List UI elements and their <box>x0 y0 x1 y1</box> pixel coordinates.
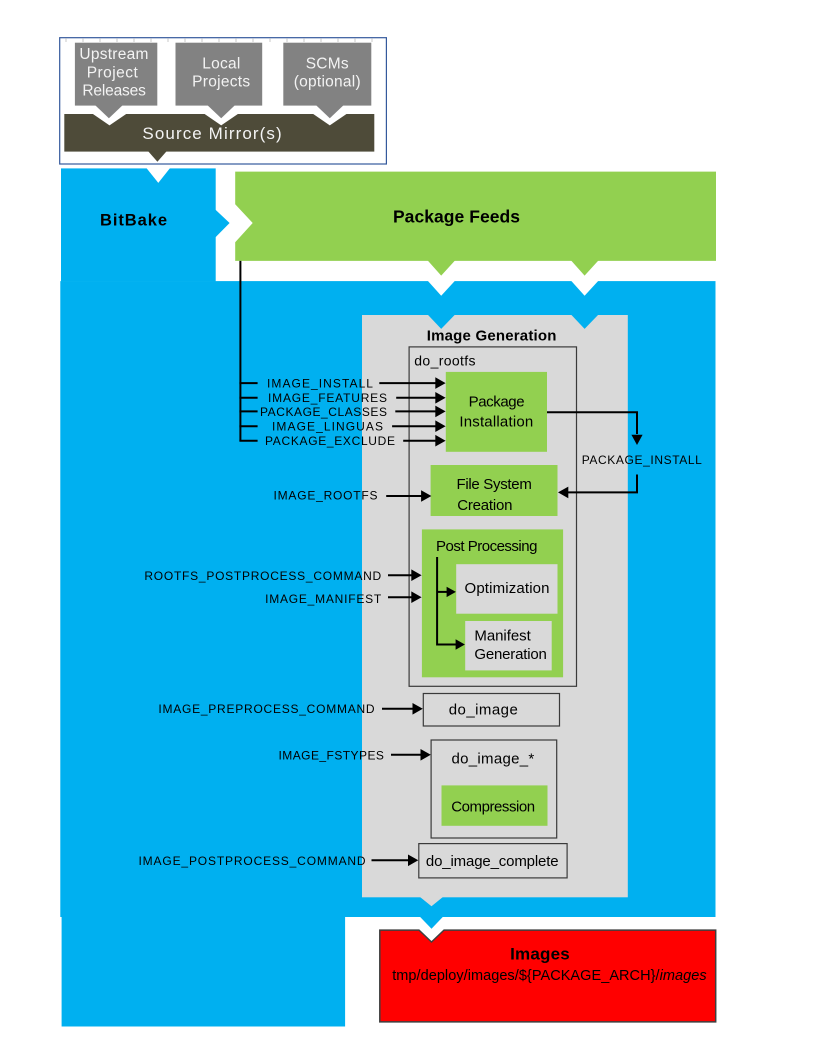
svg-text:do_image_*: do_image_* <box>451 750 534 767</box>
svg-text:Post Processing: Post Processing <box>436 538 537 555</box>
svg-text:Project: Project <box>87 65 139 82</box>
svg-text:PACKAGE_INSTALL: PACKAGE_INSTALL <box>582 453 703 467</box>
svg-text:IMAGE_PREPROCESS_COMMAND: IMAGE_PREPROCESS_COMMAND <box>158 702 375 716</box>
svg-text:Compression: Compression <box>451 799 535 816</box>
svg-text:File System: File System <box>456 476 531 493</box>
svg-text:do_image: do_image <box>449 702 518 719</box>
svg-text:Images: Images <box>510 945 570 964</box>
svg-text:IMAGE_FSTYPES: IMAGE_FSTYPES <box>279 749 385 763</box>
svg-text:Source Mirror(s): Source Mirror(s) <box>142 124 282 143</box>
svg-text:Local: Local <box>202 55 240 72</box>
svg-text:BitBake: BitBake <box>100 211 168 229</box>
svg-text:IMAGE_ROOTFS: IMAGE_ROOTFS <box>274 489 379 503</box>
svg-text:IMAGE_INSTALL: IMAGE_INSTALL <box>267 377 374 391</box>
svg-text:IMAGE_FEATURES: IMAGE_FEATURES <box>268 391 388 405</box>
svg-text:ROOTFS_POSTPROCESS_COMMAND: ROOTFS_POSTPROCESS_COMMAND <box>144 569 382 583</box>
svg-text:Upstream: Upstream <box>79 46 148 63</box>
svg-text:do_image_complete: do_image_complete <box>426 853 559 870</box>
svg-text:Projects: Projects <box>192 74 250 91</box>
svg-text:(optional): (optional) <box>294 74 361 91</box>
svg-text:IMAGE_MANIFEST: IMAGE_MANIFEST <box>265 592 382 606</box>
svg-text:Package: Package <box>469 394 525 411</box>
svg-text:Optimization: Optimization <box>465 580 550 597</box>
svg-text:IMAGE_POSTPROCESS_COMMAND: IMAGE_POSTPROCESS_COMMAND <box>139 854 367 868</box>
svg-text:Installation: Installation <box>459 413 533 430</box>
svg-text:SCMs: SCMs <box>306 55 349 72</box>
svg-text:Manifest: Manifest <box>474 628 531 645</box>
svg-text:Generation: Generation <box>474 646 546 663</box>
svg-text:Package Feeds: Package Feeds <box>393 207 520 227</box>
svg-text:PACKAGE_CLASSES: PACKAGE_CLASSES <box>260 405 388 419</box>
svg-text:PACKAGE_EXCLUDE: PACKAGE_EXCLUDE <box>265 434 396 448</box>
svg-text:do_rootfs: do_rootfs <box>414 353 476 369</box>
svg-text:Image Generation: Image Generation <box>427 327 557 344</box>
svg-text:Creation: Creation <box>457 497 512 514</box>
svg-text:IMAGE_LINGUAS: IMAGE_LINGUAS <box>272 420 384 434</box>
svg-text:tmp/deploy/images/${PACKAGE_AR: tmp/deploy/images/${PACKAGE_ARCH}/images <box>392 968 706 984</box>
svg-text:Releases: Releases <box>82 83 146 100</box>
